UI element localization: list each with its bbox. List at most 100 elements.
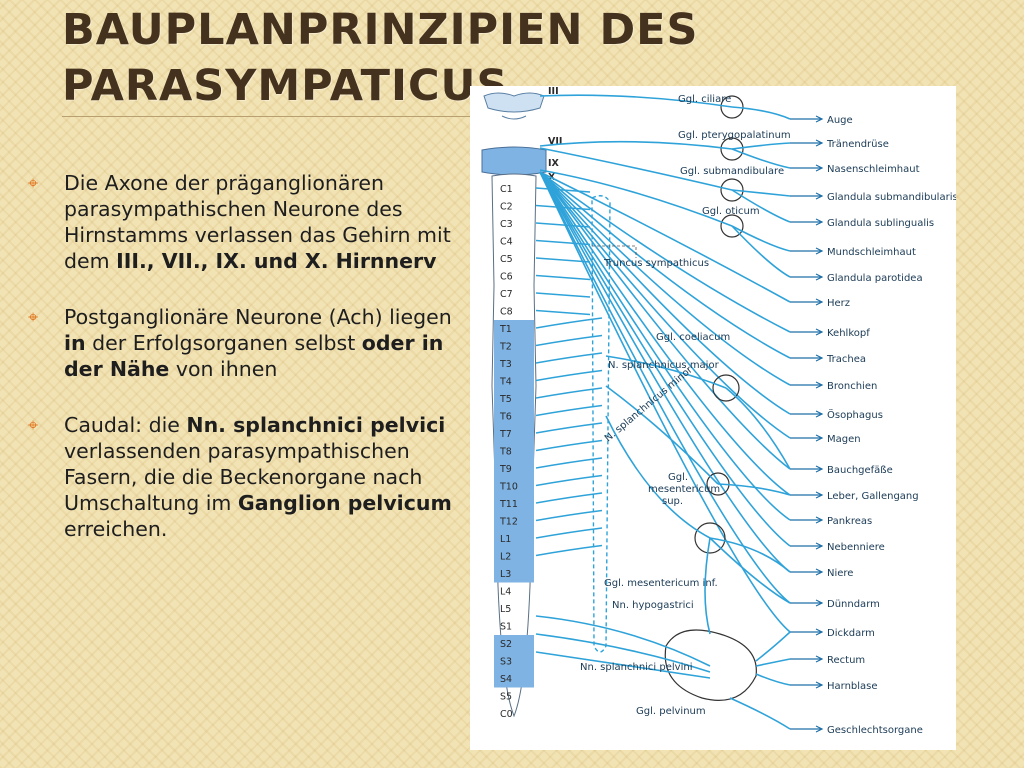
spinal-segment-label: S3 xyxy=(500,657,512,668)
organ-arrowhead xyxy=(815,354,824,362)
spinal-ramus xyxy=(535,474,603,487)
spinal-ramus xyxy=(535,369,603,382)
cranial-nerve-fiber xyxy=(539,140,733,150)
organ-arrowhead xyxy=(815,247,824,255)
segment-highlight xyxy=(494,337,534,355)
bullet-text: Caudal: die xyxy=(64,413,187,437)
spinal-segment-label: T10 xyxy=(499,482,518,493)
splanchnic-nerve xyxy=(605,385,719,485)
cervical-ramus xyxy=(535,309,591,316)
spinal-segment-label: L5 xyxy=(500,604,511,615)
cervical-ramus xyxy=(535,274,591,281)
spinal-segment-label: L2 xyxy=(500,552,511,563)
bullet-text: der Erfolgsorganen selbst xyxy=(85,331,362,355)
postganglionic-fiber xyxy=(755,658,791,667)
spinal-ramus xyxy=(535,317,603,329)
spinal-segment-label: T2 xyxy=(499,342,512,353)
bullet-text: Postganglionäre Neurone (Ach) liegen xyxy=(64,305,452,329)
postganglionic-fiber xyxy=(755,673,791,686)
ganglion-circle xyxy=(694,522,726,554)
ganglion-label: Ggl. coeliacum xyxy=(656,332,730,343)
cranial-nerve-fiber xyxy=(539,94,733,108)
organ-label: Glandula parotidea xyxy=(827,273,923,284)
splanchnic-nerve xyxy=(535,615,711,667)
organ-arrowhead xyxy=(815,273,824,281)
spinal-segment-label: T4 xyxy=(499,377,512,388)
organ-arrowhead xyxy=(815,516,824,524)
spinal-segment-label: C4 xyxy=(500,237,513,248)
spinal-ramus xyxy=(535,422,603,434)
organ-arrowhead xyxy=(815,218,824,226)
brainstem-outline xyxy=(501,115,527,120)
cranial-nerve-fiber xyxy=(731,189,791,223)
organ-arrowhead xyxy=(815,465,824,473)
pelvic-ganglion-outline xyxy=(664,629,757,701)
bullet-bold-text: oder in der Nähe xyxy=(64,331,444,381)
ganglion-circle xyxy=(720,137,744,161)
vagus-fiber xyxy=(539,171,791,415)
brainstem-shape xyxy=(483,92,545,113)
bullet-icon: ⌖ xyxy=(28,173,39,194)
organ-arrowhead xyxy=(815,655,824,663)
vagus-fiber xyxy=(539,171,791,470)
segment-highlight xyxy=(494,355,534,373)
nerve-label: Nn. hypogastrici xyxy=(612,600,694,611)
spinal-segment-label: T5 xyxy=(499,394,512,405)
organ-label: Bauchgefäße xyxy=(827,465,893,476)
spinal-segment-label: L1 xyxy=(500,534,511,545)
bullet-bold-text: III., VII., IX. und X. Hirnnerv xyxy=(116,249,437,273)
bullet-bold-text: Ganglion pelvicum xyxy=(237,491,452,515)
organ-label: Tränendrüse xyxy=(826,139,889,150)
cervical-ramus xyxy=(535,187,591,193)
segment-highlight xyxy=(494,670,534,688)
organ-arrowhead xyxy=(815,381,824,389)
bullet-text: verlassenden parasympathischen Fasern, d… xyxy=(64,439,423,515)
spinal-ramus xyxy=(535,509,603,522)
spinal-segment-label: C5 xyxy=(500,254,513,265)
organ-arrowhead xyxy=(815,164,824,172)
nerve-label: N. splanchnicus major xyxy=(608,360,720,371)
spinal-ramus xyxy=(535,544,603,557)
cranial-nerve-fiber xyxy=(539,169,733,227)
bullet-list: ⌖Die Axone der präganglionären parasympa… xyxy=(28,170,458,572)
bullet-item: ⌖Caudal: die Nn. splanchnici pelvici ver… xyxy=(28,412,458,542)
cervical-ramus xyxy=(535,239,591,246)
postganglionic-fiber xyxy=(755,631,791,662)
spinal-segment-label: C0 xyxy=(500,709,513,720)
spinal-ramus xyxy=(535,387,603,399)
splanchnic-nerve xyxy=(605,355,727,389)
organ-label: Leber, Gallengang xyxy=(827,491,919,502)
organ-label: Dickdarm xyxy=(827,628,875,639)
nerve-label: Nn. splanchnici pelvini xyxy=(580,662,692,673)
spinal-segment-label: S2 xyxy=(500,639,512,650)
spinal-segment-label: C1 xyxy=(500,184,513,195)
organ-arrowhead xyxy=(815,628,824,636)
spinal-segment-label: S4 xyxy=(500,674,512,685)
organ-label: Trachea xyxy=(826,354,866,365)
organ-arrowhead xyxy=(815,139,824,147)
bullet-icon: ⌖ xyxy=(28,415,39,436)
spinal-segment-label: L3 xyxy=(500,569,511,580)
cervical-ramus xyxy=(535,257,591,263)
organ-label: Mundschleimhaut xyxy=(827,247,916,258)
spinal-ramus xyxy=(535,527,603,539)
organ-arrowhead xyxy=(815,192,824,200)
cervical-ramus xyxy=(535,222,591,228)
spinal-segment-label: T9 xyxy=(499,464,512,475)
splanchnic-nerve xyxy=(605,415,711,539)
organ-arrowhead xyxy=(815,115,824,123)
ganglion-label: Ggl. pelvinum xyxy=(636,706,706,717)
vagus-fiber xyxy=(539,171,791,521)
spinal-segment-label: T3 xyxy=(499,359,512,370)
cranial-nerve-fiber xyxy=(731,148,791,169)
vagus-fiber xyxy=(539,171,791,547)
organ-label: Dünndarm xyxy=(827,599,880,610)
bullet-icon: ⌖ xyxy=(28,307,39,328)
organ-label: Harnblase xyxy=(827,681,878,692)
segment-highlight xyxy=(494,635,534,653)
segment-highlight xyxy=(494,652,534,670)
organ-label: Bronchien xyxy=(827,381,877,392)
vagus-fiber xyxy=(539,171,791,359)
vagus-fiber xyxy=(539,171,791,303)
